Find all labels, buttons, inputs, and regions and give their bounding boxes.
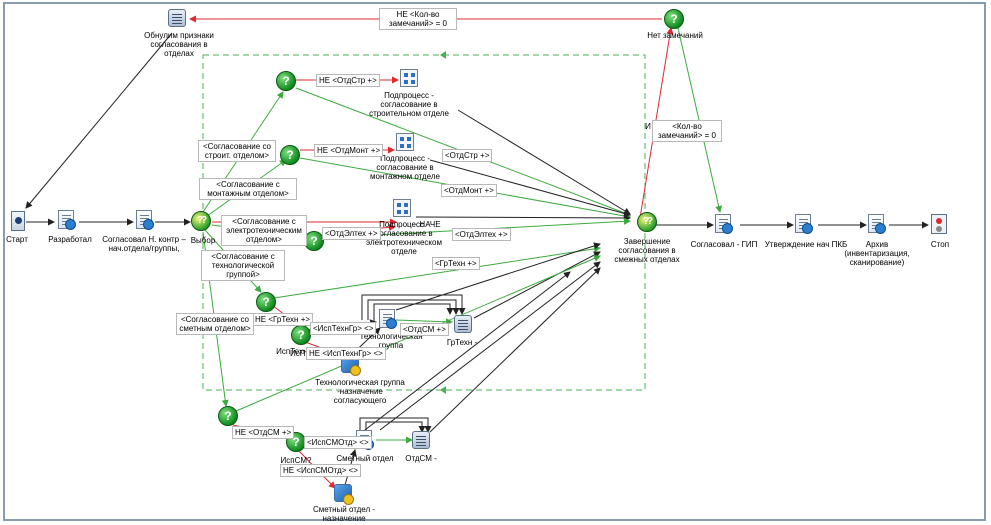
no-remarks-label: Нет замечаний [647, 31, 703, 40]
sub-construction-label: Подпроцесс - согласование в строительном… [369, 91, 449, 118]
edge-label-ne-isptechgr: НЕ <ИспТехнГр> <> [306, 347, 386, 360]
edge-label-isptechgr: <ИспТехнГр> <> [310, 322, 377, 335]
question-icon[interactable]: ?? [191, 211, 211, 231]
edge-label-otdeltex: <ОтдЭлтех +> [322, 227, 381, 240]
edge-label-ne-otdsm: НЕ <ОтдСМ +> [232, 426, 295, 439]
edge-label-ispsmotd: <ИспСМОтд> <> [304, 436, 372, 449]
document-icon[interactable] [136, 210, 156, 230]
reset-label: Обнулим признаки согласования в отделах [144, 31, 214, 58]
subprocess-icon[interactable] [393, 199, 413, 219]
edge [429, 159, 631, 217]
estimate-dept-label: Сметный отдел [336, 454, 394, 463]
script-icon[interactable] [412, 431, 432, 451]
edge [415, 214, 631, 222]
tech-group-assign-label: Технологическая группа -назначение согла… [315, 378, 405, 405]
edge [365, 421, 426, 433]
completion-label: Завершение согласования в смежных отдела… [614, 237, 680, 264]
sub-assembly-label: Подпроцесс - согласование в монтажном от… [370, 154, 440, 181]
cond-box-assembly: <Согласование с монтажным отделом> [199, 178, 297, 200]
diagram-frame [3, 2, 986, 521]
subprocess-frame [202, 54, 646, 391]
edge [395, 318, 453, 326]
question-icon[interactable]: ? [218, 406, 238, 426]
edge-label-ne-otdstr: НЕ <ОтдСтр +> [316, 74, 380, 87]
tech-group-label: Технологическая группа [359, 332, 423, 350]
assign-icon[interactable] [334, 484, 354, 505]
approve-pkb-label: Утверждение нач ПКБ [764, 240, 848, 249]
question-icon[interactable]: ? [304, 231, 324, 251]
edge [25, 32, 173, 209]
edge [361, 294, 466, 320]
edge-label-ne-ispsmotd: НЕ <ИспСМОтд> <> [280, 464, 361, 477]
cond-box-estimate: <Согласование со сметным отделом> [176, 313, 254, 335]
edge [351, 271, 571, 441]
subprocess-icon[interactable] [400, 69, 420, 89]
developed-label: Разработал [48, 235, 92, 244]
choice-label: Выбор [190, 236, 216, 245]
edge-label-ne-otdmont: НЕ <ОтдМонт +> [314, 144, 384, 157]
edge [273, 245, 601, 299]
document-icon[interactable] [58, 210, 78, 230]
isp-sm-label: ИспСМ? [280, 456, 312, 465]
gr-tech-label: ГрТехн - [446, 338, 478, 347]
sub-electro-label: Подпроцесс - согласование в электротехни… [366, 220, 442, 256]
script-icon[interactable] [168, 9, 188, 29]
edge-label-count-zero: <Кол-во замечаний> = 0 [652, 120, 722, 142]
edge [457, 109, 631, 215]
question-icon[interactable]: ? [291, 325, 311, 345]
cond-box-tech: <Согласование с технологической группой> [201, 250, 285, 281]
edge-label-cut: И [645, 122, 651, 131]
edge [373, 303, 454, 322]
document-icon[interactable] [379, 309, 399, 329]
edge [367, 299, 460, 320]
estimate-assign-label: Сметный отдел - назначение [312, 505, 376, 523]
start-label: Старт [6, 235, 28, 244]
edge [473, 251, 601, 319]
edge [379, 261, 601, 431]
traffic-light-icon[interactable] [931, 214, 951, 234]
archive-label: Архив (инвентаризация, сканирование) [844, 240, 910, 267]
edge-label-otdstr: <ОтдСтр +> [442, 149, 493, 162]
frame-arrow [440, 386, 446, 394]
edge [359, 417, 432, 433]
cond-box-construction: <Согласование со строит. отделом> [198, 140, 276, 162]
subprocess-icon[interactable] [396, 133, 416, 153]
isp-tech-label: ИспТехн? [276, 347, 312, 356]
frame-arrow [440, 51, 446, 59]
document-icon[interactable] [868, 214, 888, 234]
otd-sm-label: ОтдСМ - [405, 454, 437, 463]
edge-label-grtech: <ГрТехн +> [432, 257, 480, 270]
edge-label-otdeltex2: <ОтдЭлтех +> [452, 228, 511, 241]
question-icon[interactable]: ? [276, 71, 296, 91]
dept-head-label: Согласовал Н. контр – нач.отдела/группы, [102, 235, 186, 253]
document-icon[interactable] [795, 214, 815, 234]
question-icon[interactable]: ? [664, 9, 684, 29]
question-icon[interactable]: ? [280, 145, 300, 165]
edge-label-otdmont: <ОтдМонт +> [441, 184, 497, 197]
question-icon[interactable]: ? [256, 292, 276, 312]
start-icon[interactable] [8, 211, 28, 231]
edge-label-ne-grtech: НЕ <ГрТехн +> [252, 313, 314, 326]
sub-electro-overlap-label: НАЧЕ [419, 220, 441, 229]
edge-label-otdsm: <ОтдСМ +> [400, 323, 449, 336]
question-icon[interactable]: ?? [637, 212, 657, 232]
cond-box-electro: <Согласование с электротехническим отдел… [221, 215, 307, 246]
edge [429, 267, 601, 433]
gip-label: Согласовал - ГИП [690, 240, 758, 249]
document-icon[interactable] [715, 214, 735, 234]
script-icon[interactable] [454, 315, 474, 335]
edge-label-not-count: НЕ <Кол-во замечаний> = 0 [379, 8, 457, 30]
stop-label: Стоп [930, 240, 950, 249]
edge [395, 242, 601, 311]
